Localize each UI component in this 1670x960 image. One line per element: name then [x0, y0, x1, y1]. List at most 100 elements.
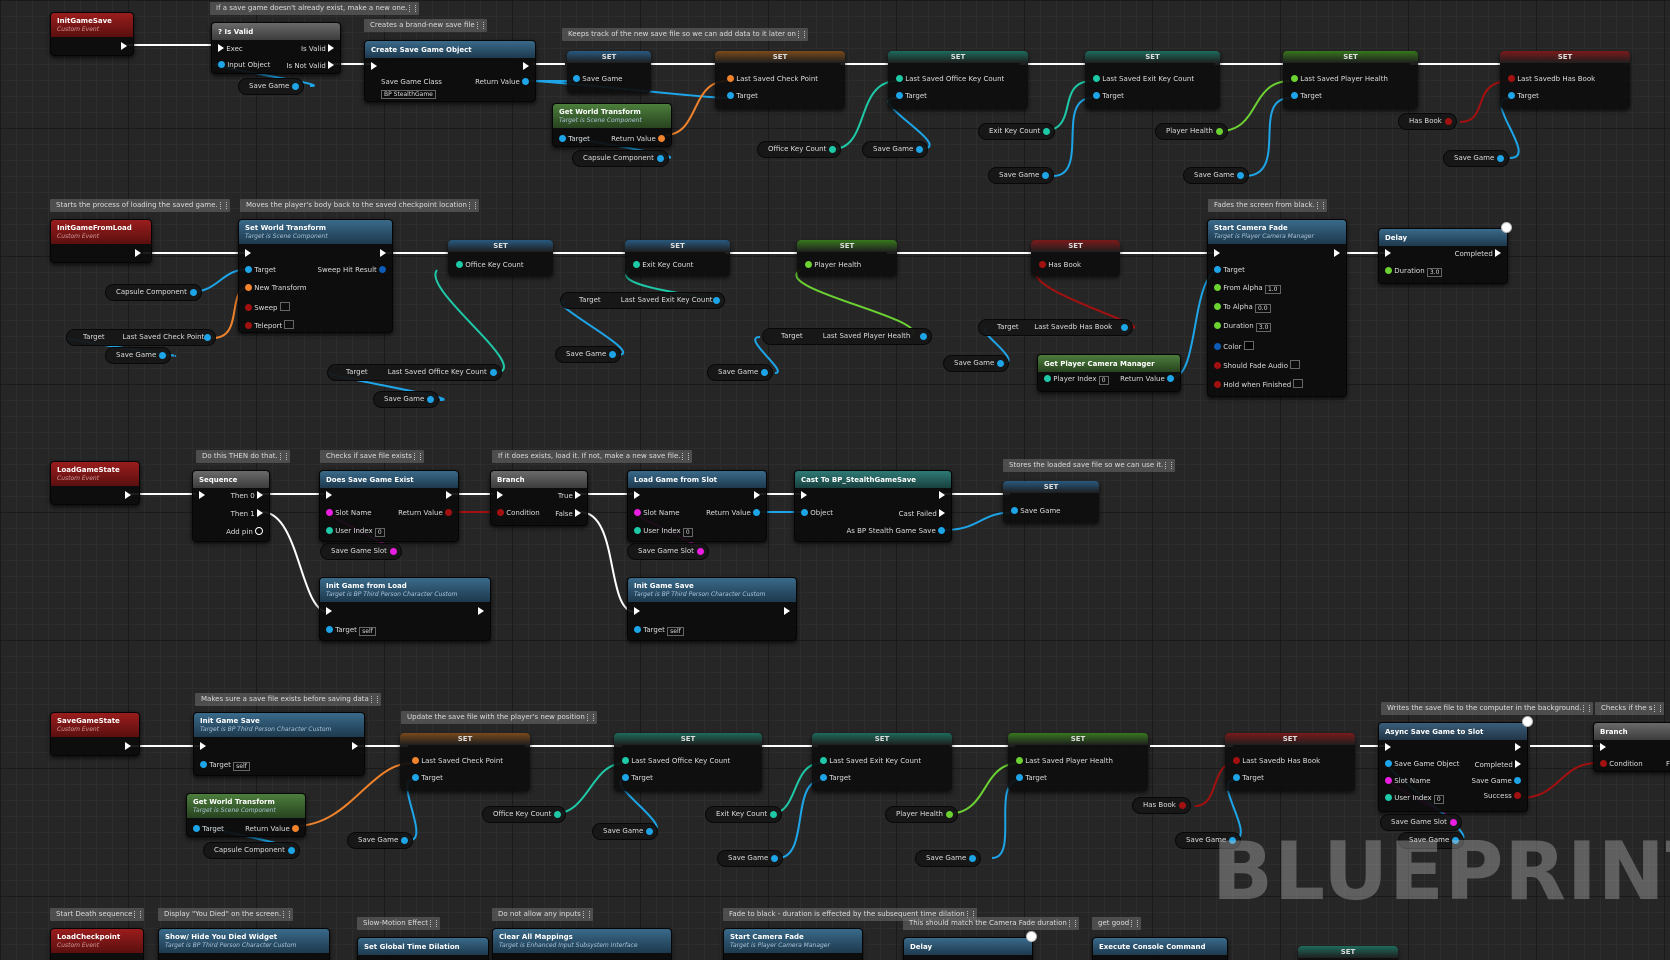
object-pin[interactable] [1093, 92, 1100, 99]
int-pin[interactable] [896, 75, 903, 82]
exec-out-pin[interactable] [1495, 249, 1501, 257]
save-game-getter[interactable]: Save Game [105, 347, 172, 364]
object-pin[interactable] [622, 774, 629, 781]
struct-pin[interactable] [292, 825, 299, 832]
float-pin[interactable] [1214, 284, 1221, 291]
exec-in-pin[interactable] [199, 491, 205, 499]
exec-out-pin[interactable] [257, 509, 263, 517]
exec-in-pin[interactable] [1214, 249, 1220, 257]
object-pin[interactable] [820, 774, 827, 781]
set-node[interactable]: SET Last Saved Exit Key Count Target [812, 733, 952, 791]
exec-in-pin[interactable] [218, 44, 224, 52]
set-node[interactable]: SET Last Savedb Has Book Target [1225, 733, 1355, 791]
int-pin[interactable] [1093, 75, 1100, 82]
object-pin[interactable] [634, 626, 641, 633]
exec-in-pin[interactable] [1385, 249, 1391, 257]
object-pin[interactable] [1011, 507, 1018, 514]
does-save-game-exist-node[interactable]: Does Save Game Exist Slot Name Return Va… [319, 470, 459, 542]
set-node[interactable]: SET Save Game [1003, 481, 1099, 523]
duration-input[interactable]: 3.0 [1255, 323, 1272, 332]
int-pin[interactable] [1044, 375, 1051, 382]
object-pin[interactable] [1233, 774, 1240, 781]
save-game-getter[interactable]: Save Game [373, 391, 440, 408]
delay-node[interactable]: Delay Completed Duration 3.0 [1378, 228, 1508, 284]
exec-out-pin[interactable] [328, 61, 334, 69]
float-pin[interactable] [1016, 757, 1023, 764]
object-pin[interactable] [1214, 266, 1221, 273]
exec-out-pin[interactable] [575, 491, 581, 499]
string-pin[interactable] [326, 509, 333, 516]
save-game-getter[interactable]: Save Game [1443, 150, 1510, 167]
exec-out-pin[interactable] [352, 742, 358, 750]
bool-pin[interactable] [1214, 362, 1221, 369]
bool-pin[interactable] [1600, 760, 1607, 767]
exec-out-pin[interactable] [575, 509, 581, 517]
object-pin[interactable] [938, 527, 945, 534]
exec-out-pin[interactable] [1515, 743, 1521, 751]
struct-pin[interactable] [658, 135, 665, 142]
user-index-input[interactable]: 0 [374, 528, 385, 537]
branch-node[interactable]: Branch Condition F [1593, 722, 1670, 772]
int-pin[interactable] [820, 757, 827, 764]
bool-pin[interactable] [1514, 792, 1521, 799]
float-pin[interactable] [1385, 267, 1392, 274]
save-game-getter[interactable]: Save Game [915, 850, 982, 867]
exec-out-pin[interactable] [125, 742, 131, 750]
has-book-getter[interactable]: Has Book [1398, 113, 1457, 130]
int-pin[interactable] [1385, 794, 1392, 801]
exec-in-pin[interactable] [497, 491, 503, 499]
string-pin[interactable] [634, 509, 641, 516]
execute-console-command-node[interactable]: Execute Console Command [1092, 937, 1228, 960]
exec-out-pin[interactable] [380, 249, 386, 257]
exec-in-pin[interactable] [200, 742, 206, 750]
int-pin[interactable] [633, 261, 640, 268]
set-node[interactable]: SET Has Book [1031, 240, 1120, 276]
to-alpha-input[interactable]: 0.0 [1254, 304, 1271, 313]
save-game-getter[interactable]: Save Game [1183, 167, 1250, 184]
bool-pin[interactable] [1233, 757, 1240, 764]
object-pin[interactable] [200, 761, 207, 768]
object-pin[interactable] [326, 626, 333, 633]
set-node[interactable]: SET Last Saved Check Point Target [400, 733, 530, 791]
exec-in-pin[interactable] [371, 62, 377, 70]
save-game-getter[interactable]: Save Game [707, 364, 774, 381]
string-pin[interactable] [1385, 777, 1392, 784]
set-global-time-dilation-node[interactable]: Set Global Time Dilation [357, 937, 489, 960]
exec-out-pin[interactable] [1334, 249, 1340, 257]
set-node[interactable]: SET Last Saved Office Key Count Target [888, 51, 1028, 109]
float-pin[interactable] [1291, 75, 1298, 82]
exec-out-pin[interactable] [784, 607, 790, 615]
is-valid-node[interactable]: ? Is Valid Exec Is Valid Input Object Is… [211, 22, 341, 74]
exec-out-pin[interactable] [1515, 760, 1521, 768]
office-key-count-getter[interactable]: Office Key Count [757, 141, 842, 158]
bool-pin[interactable] [1508, 75, 1515, 82]
object-pin[interactable] [753, 509, 760, 516]
object-pin[interactable] [218, 61, 225, 68]
bool-pin[interactable] [445, 509, 452, 516]
hold-checkbox[interactable] [1293, 379, 1304, 388]
int-pin[interactable] [326, 527, 333, 534]
exec-in-pin[interactable] [326, 491, 332, 499]
exec-out-pin[interactable] [125, 491, 131, 499]
color-swatch[interactable] [1243, 341, 1254, 350]
int-pin[interactable] [456, 261, 463, 268]
target-self-input[interactable]: self [233, 762, 250, 771]
set-node[interactable]: SET Last Saved Exit Key Count Target [1085, 51, 1220, 109]
int-pin[interactable] [634, 527, 641, 534]
async-save-game-to-slot-node[interactable]: Async Save Game to Slot Save Game Object… [1378, 722, 1528, 812]
teleport-checkbox[interactable] [284, 320, 295, 329]
object-pin[interactable] [559, 135, 566, 142]
has-book-getter[interactable]: Has Book [1132, 797, 1191, 814]
bool-pin[interactable] [497, 509, 504, 516]
object-pin[interactable] [245, 266, 252, 273]
office-key-count-getter[interactable]: Office Key Count [482, 806, 567, 823]
save-game-getter[interactable]: Save Game [717, 850, 784, 867]
exec-out-pin[interactable] [328, 44, 334, 52]
bool-pin[interactable] [1039, 261, 1046, 268]
exec-out-pin[interactable] [135, 249, 141, 257]
